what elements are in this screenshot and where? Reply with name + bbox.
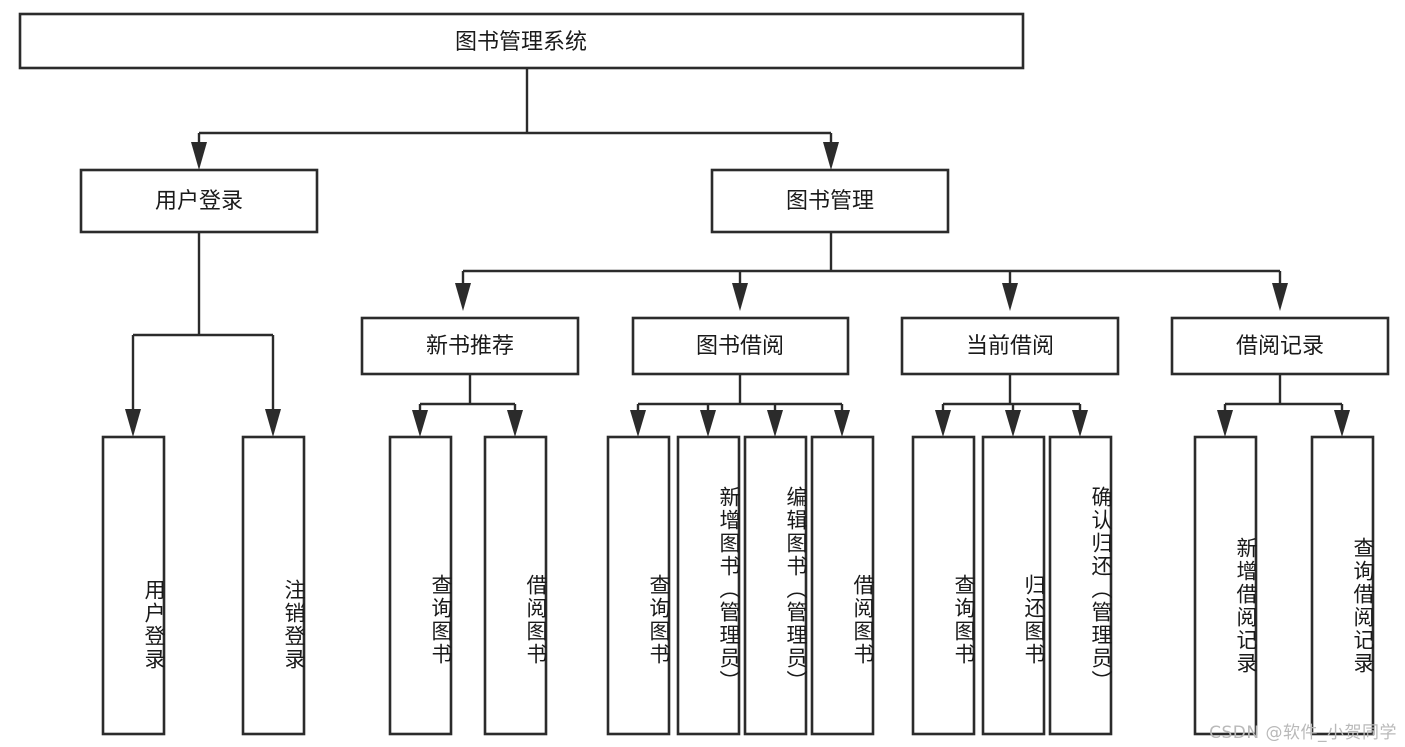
connector-group-current-borrow (935, 374, 1088, 437)
csdn-watermark: CSDN @软件_小贺同学 (1209, 723, 1397, 743)
connector-group-user-login (125, 232, 281, 437)
arrow-head-leaf-borrow-book-1 (507, 410, 523, 437)
node-root-label: 图书管理系统 (455, 30, 587, 55)
arrow-head-borrow-record (1272, 283, 1288, 311)
node-new-book-recommend[interactable]: 新书推荐 (360, 316, 580, 376)
node-leaf-add-book-box[interactable] (676, 435, 741, 736)
node-root-box[interactable] (18, 12, 1025, 70)
arrow-head-book-manage (823, 142, 839, 170)
connector-group-borrow-record (1217, 374, 1350, 437)
node-book-borrow-label: 图书借阅 (696, 334, 784, 359)
arrow-head-leaf-edit-book (767, 410, 783, 437)
arrow-head-current-borrow (1002, 283, 1018, 311)
arrow-head-leaf-confirm-return (1072, 410, 1088, 437)
node-root[interactable]: 图书管理系统 (18, 12, 1025, 70)
arrow-head-leaf-add-book (700, 410, 716, 437)
node-book-manage-box[interactable] (710, 168, 950, 234)
arrow-head-new-book-recommend (455, 283, 471, 311)
node-leaf-query-record-box[interactable] (1310, 435, 1375, 736)
node-leaf-user-login-box[interactable] (101, 435, 166, 736)
node-leaf-return-book-box[interactable] (981, 435, 1046, 736)
node-borrow-record-box[interactable] (1170, 316, 1390, 376)
node-leaf-borrow-book-1-box[interactable] (483, 435, 548, 736)
arrow-head-leaf-add-record (1217, 410, 1233, 437)
node-leaf-confirm-return-box[interactable] (1048, 435, 1113, 736)
leaf-boxes[interactable] (101, 435, 1375, 736)
node-leaf-query-book-2-box[interactable] (606, 435, 671, 736)
arrow-head-leaf-logout-login (265, 409, 281, 437)
arrow-head-leaf-query-book-3 (935, 410, 951, 437)
node-book-manage[interactable]: 图书管理 (710, 168, 950, 234)
arrow-head-leaf-query-book-2 (630, 410, 646, 437)
connector-group-new-book-recommend (412, 374, 523, 437)
arrow-head-leaf-user-login (125, 409, 141, 437)
connector-group-book-borrow (630, 374, 850, 437)
node-book-manage-label: 图书管理 (786, 189, 874, 214)
node-leaf-edit-book-box[interactable] (743, 435, 808, 736)
arrow-head-leaf-borrow-book-2 (834, 410, 850, 437)
node-new-book-recommend-label: 新书推荐 (426, 334, 514, 359)
node-user-login-box[interactable] (79, 168, 319, 234)
node-leaf-logout-login-box[interactable] (241, 435, 306, 736)
node-current-borrow-box[interactable] (900, 316, 1120, 376)
arrow-head-user-login (191, 142, 207, 170)
node-book-borrow-box[interactable] (631, 316, 850, 376)
connector-group-book-manage (455, 232, 1288, 311)
node-borrow-record-label: 借阅记录 (1236, 334, 1324, 359)
arrow-head-book-borrow (732, 283, 748, 311)
node-leaf-query-book-1-box[interactable] (388, 435, 453, 736)
node-leaf-query-book-3-box[interactable] (911, 435, 976, 736)
node-borrow-record[interactable]: 借阅记录 (1170, 316, 1390, 376)
connector-group-root (191, 68, 839, 170)
arrow-head-leaf-query-book-1 (412, 410, 428, 437)
node-current-borrow[interactable]: 当前借阅 (900, 316, 1120, 376)
node-user-login[interactable]: 用户登录 (79, 168, 319, 234)
node-leaf-add-record-box[interactable] (1193, 435, 1258, 736)
node-user-login-label: 用户登录 (155, 189, 243, 214)
arrow-head-leaf-return-book (1005, 410, 1021, 437)
node-current-borrow-label: 当前借阅 (966, 334, 1054, 359)
node-leaf-borrow-book-2-box[interactable] (810, 435, 875, 736)
node-new-book-recommend-box[interactable] (360, 316, 580, 376)
arrow-head-leaf-query-record (1334, 410, 1350, 437)
node-book-borrow[interactable]: 图书借阅 (631, 316, 850, 376)
